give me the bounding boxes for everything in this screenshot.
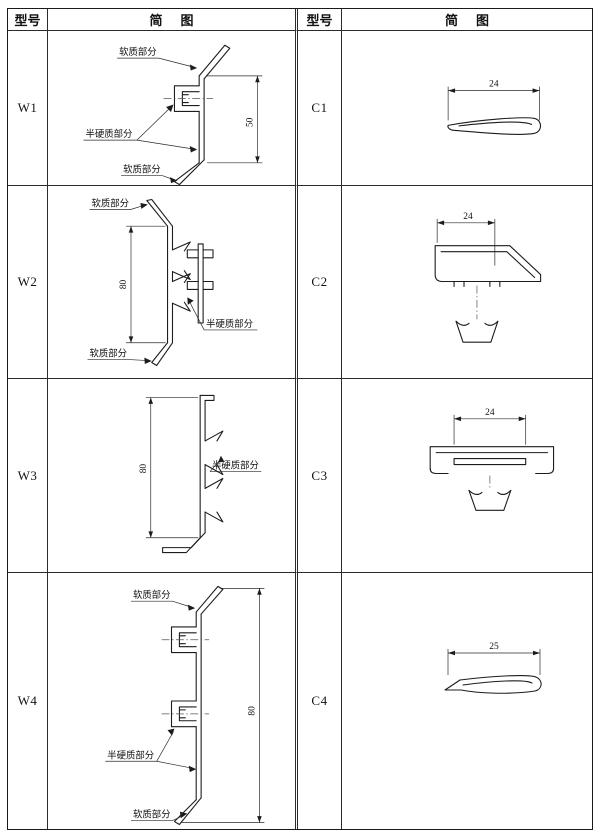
cell-c2-model: C2 [298,186,342,379]
w4-dimension-80: 80 [181,588,265,823]
w2-label-soft-top: 软质部分 [89,197,148,210]
w1-diagram: 50 软质部分 半硬质部分 软质部分 [83,44,263,185]
w3-profile [162,394,224,554]
w1-label-soft-bottom: 软质部分 [121,164,178,184]
w2-dimension-80: 80 [119,225,166,344]
c2-diagram: 24 [434,212,542,343]
c3-rail-profile [429,446,555,475]
cell-w4-model: W4 [8,573,48,829]
w4-label-soft-bottom: 软质部分 [130,809,188,821]
c3-clip-profile [468,475,512,511]
cell-c2-diagram: 24 [342,186,592,379]
c4-dim-text: 25 [489,642,499,652]
w3-label-semirigid: 半硬质部分 [209,455,262,472]
w1-soft-top-text: 软质部分 [119,46,157,57]
w4-label-semirigid: 半硬质部分 [105,728,197,773]
cell-w2-diagram: 80 软质部分 半硬质部分 软质部分 [48,186,298,379]
w2-label-soft-bottom: 软质部分 [87,348,152,365]
w4-diagram: 80 软质部分 半硬质部分 软质部分 [105,585,265,826]
c2-main-profile [434,245,542,288]
w2-soft-bottom-text: 软质部分 [89,348,127,359]
c1-diagram: 24 [447,80,542,135]
w4-profile [161,585,224,826]
w1-model-text: W1 [17,100,38,115]
c3-dimension-24: 24 [453,408,527,445]
c1-dim-text: 24 [489,80,499,90]
w2-diagram: 80 软质部分 半硬质部分 软质部分 [87,197,258,367]
c1-clip-profile [447,117,542,135]
w1-dimension-50: 50 [207,75,263,164]
w4-soft-top-text: 软质部分 [133,589,171,600]
cell-w2-model: W2 [8,186,48,379]
header-diagram-left: 简图 [48,9,298,31]
w1-soft-bottom-text: 软质部分 [123,164,161,175]
c2-model-text: C2 [311,274,328,289]
cell-c3-diagram: 24 [342,379,592,573]
c2-dimension-24: 24 [436,212,496,266]
c4-dimension-25: 25 [447,642,541,675]
c2-dim-text: 24 [463,212,473,222]
w2-soft-top-text: 软质部分 [91,197,129,208]
w2-model-text: W2 [17,274,38,289]
w1-semirigid-text: 半硬质部分 [86,128,133,139]
c4-model-text: C4 [311,693,328,708]
cell-c3-model: C3 [298,379,342,573]
header-model-right: 型号 [298,9,342,31]
c3-dim-text: 24 [485,408,495,418]
c2-clip-profile [455,285,499,343]
w4-dim-text: 80 [247,706,257,716]
cell-w1-model: W1 [8,31,48,186]
w4-label-soft-top: 软质部分 [130,589,196,611]
header-model-right-text: 型号 [306,13,333,28]
w1-label-semirigid: 半硬质部分 [83,104,198,153]
cell-c1-model: C1 [298,31,342,186]
cell-c4-model: C4 [298,573,342,829]
w4-semirigid-text: 半硬质部分 [107,749,154,760]
cell-c1-diagram: 24 [342,31,592,186]
cell-c4-diagram: 25 [342,573,592,829]
w4-model-text: W4 [17,693,38,708]
w1-dim-text: 50 [246,117,256,127]
cell-w1-diagram: 50 软质部分 半硬质部分 软质部分 [48,31,298,186]
header-model-left-text: 型号 [14,13,41,28]
cell-w4-diagram: 80 软质部分 半硬质部分 软质部分 [48,573,298,829]
cell-w3-model: W3 [8,379,48,573]
header-diagram-right-text: 简图 [444,13,507,28]
w3-dimension-80: 80 [139,397,199,539]
c4-diagram: 25 [444,642,542,694]
w3-semirigid-text: 半硬质部分 [212,460,259,471]
w3-diagram: 80 半硬质部分 [139,394,262,554]
header-diagram-left-text: 简图 [149,13,212,28]
w2-semirigid-text: 半硬质部分 [206,318,253,329]
c1-model-text: C1 [311,100,328,115]
header-model-left: 型号 [8,9,48,31]
c4-clip-profile [444,675,542,694]
w2-dim-text: 80 [119,279,129,289]
c1-dimension-24: 24 [447,80,540,121]
header-diagram-right: 简图 [342,9,592,31]
w4-soft-bottom-text: 软质部分 [133,809,171,820]
profile-table: 型号 简图 型号 简图 W1 50 软质部分 [7,8,593,830]
w1-label-soft-top: 软质部分 [117,46,198,71]
w3-dim-text: 80 [139,464,149,474]
w2-label-semirigid: 半硬质部分 [187,297,258,331]
w1-profile [163,44,231,185]
c3-model-text: C3 [311,467,328,483]
w2-profile [146,198,214,367]
cell-w3-diagram: 80 半硬质部分 [48,379,298,573]
c3-diagram: 24 [429,408,555,511]
w3-model-text: W3 [17,467,38,483]
